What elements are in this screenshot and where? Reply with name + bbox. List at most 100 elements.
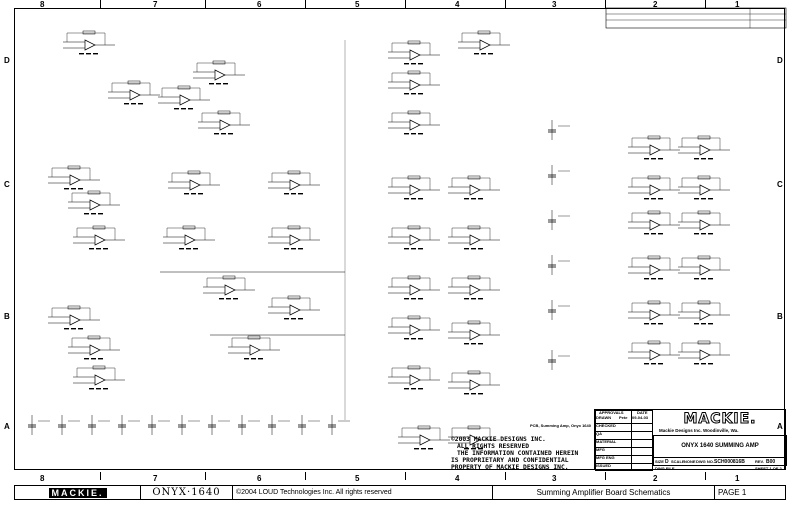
component-label (233, 298, 238, 300)
op-amp-symbol (479, 39, 491, 51)
component-label (478, 298, 483, 300)
resistor-symbol (67, 305, 81, 310)
component-label (411, 298, 416, 300)
feedback-wire (451, 322, 491, 335)
resistor-symbol (287, 225, 301, 230)
feedback-wire (631, 342, 671, 355)
date-label: DATE (637, 410, 648, 415)
component-label (694, 233, 699, 235)
component-label (651, 158, 656, 160)
op-amp-symbol (409, 284, 421, 296)
feedback-wire (451, 277, 491, 290)
component-label (418, 298, 423, 300)
component-label (708, 323, 713, 325)
component-label (471, 248, 476, 250)
component-label (226, 298, 231, 300)
op-amp-symbol (649, 309, 661, 321)
component-label (284, 248, 289, 250)
feedback-wire (391, 112, 431, 125)
zone-row-label: B (4, 312, 10, 321)
feedback-wire (631, 177, 671, 190)
component-label (124, 103, 129, 105)
feedback-wire (66, 32, 106, 45)
zone-row-label: A (4, 422, 10, 431)
component-label (464, 298, 469, 300)
op-amp-symbol (419, 434, 431, 446)
component-label (71, 188, 76, 190)
component-label (284, 318, 289, 320)
feedback-wire (451, 427, 491, 440)
feedback-wire (681, 177, 721, 190)
op-amp-symbol (214, 69, 226, 81)
component-label (651, 363, 656, 365)
feedback-wire (76, 367, 116, 380)
component-label (404, 248, 409, 250)
component-label (411, 133, 416, 135)
component-label (186, 248, 191, 250)
op-amp-symbol (289, 234, 301, 246)
component-label (404, 93, 409, 95)
component-label (78, 188, 83, 190)
resistor-symbol (247, 335, 261, 340)
component-label (474, 53, 479, 55)
component-label (86, 53, 91, 55)
component-label (404, 388, 409, 390)
resistor-symbol (407, 70, 421, 75)
zone-column-label: 2 (653, 474, 658, 483)
component-label (71, 328, 76, 330)
component-label (701, 198, 706, 200)
notice-line: PROPERTY OF MACKIE DESIGNS INC. (451, 464, 569, 471)
resistor-symbol (222, 275, 236, 280)
feedback-wire (681, 302, 721, 315)
resistor-symbol (467, 370, 481, 375)
component-label (404, 198, 409, 200)
component-label (411, 63, 416, 65)
feedback-wire (71, 192, 111, 205)
op-amp-symbol (249, 344, 261, 356)
component-label (411, 338, 416, 340)
resistor-symbol (697, 135, 711, 140)
component-label (488, 53, 493, 55)
feedback-wire (171, 172, 211, 185)
component-label (644, 363, 649, 365)
resistor-symbol (407, 175, 421, 180)
rev-label: REV. (755, 459, 764, 464)
component-label (418, 388, 423, 390)
resistor-symbol (182, 225, 196, 230)
component-label (708, 233, 713, 235)
notice-line: ALL RIGHTS RESERVED (457, 443, 530, 450)
resistor-symbol (407, 275, 421, 280)
component-label (658, 363, 663, 365)
resistor-symbol (467, 225, 481, 230)
feedback-wire (451, 227, 491, 240)
component-label (694, 363, 699, 365)
component-label (91, 358, 96, 360)
component-label (96, 388, 101, 390)
footer-page: PAGE 1 (714, 485, 786, 500)
resistor-symbol (407, 315, 421, 320)
feedback-wire (391, 42, 431, 55)
zone-column-label: 5 (355, 0, 360, 9)
component-label (418, 133, 423, 135)
resistor-symbol (697, 300, 711, 305)
component-label (481, 53, 486, 55)
resistor-symbol (177, 85, 191, 90)
feedback-wire (681, 342, 721, 355)
component-label (223, 83, 228, 85)
op-amp-symbol (469, 284, 481, 296)
resistor-symbol (217, 110, 231, 115)
op-amp-symbol (409, 49, 421, 61)
zone-column-label: 1 (735, 474, 740, 483)
resistor-symbol (647, 135, 661, 140)
op-amp-symbol (289, 304, 301, 316)
resistor-symbol (407, 365, 421, 370)
resistor-symbol (87, 190, 101, 195)
resistor-symbol (697, 255, 711, 260)
zone-row-label: C (777, 180, 783, 189)
zone-column-label: 6 (257, 474, 262, 483)
feedback-wire (391, 277, 431, 290)
component-label (198, 193, 203, 195)
op-amp-symbol (409, 119, 421, 131)
resistor-symbol (477, 30, 491, 35)
component-label (708, 278, 713, 280)
